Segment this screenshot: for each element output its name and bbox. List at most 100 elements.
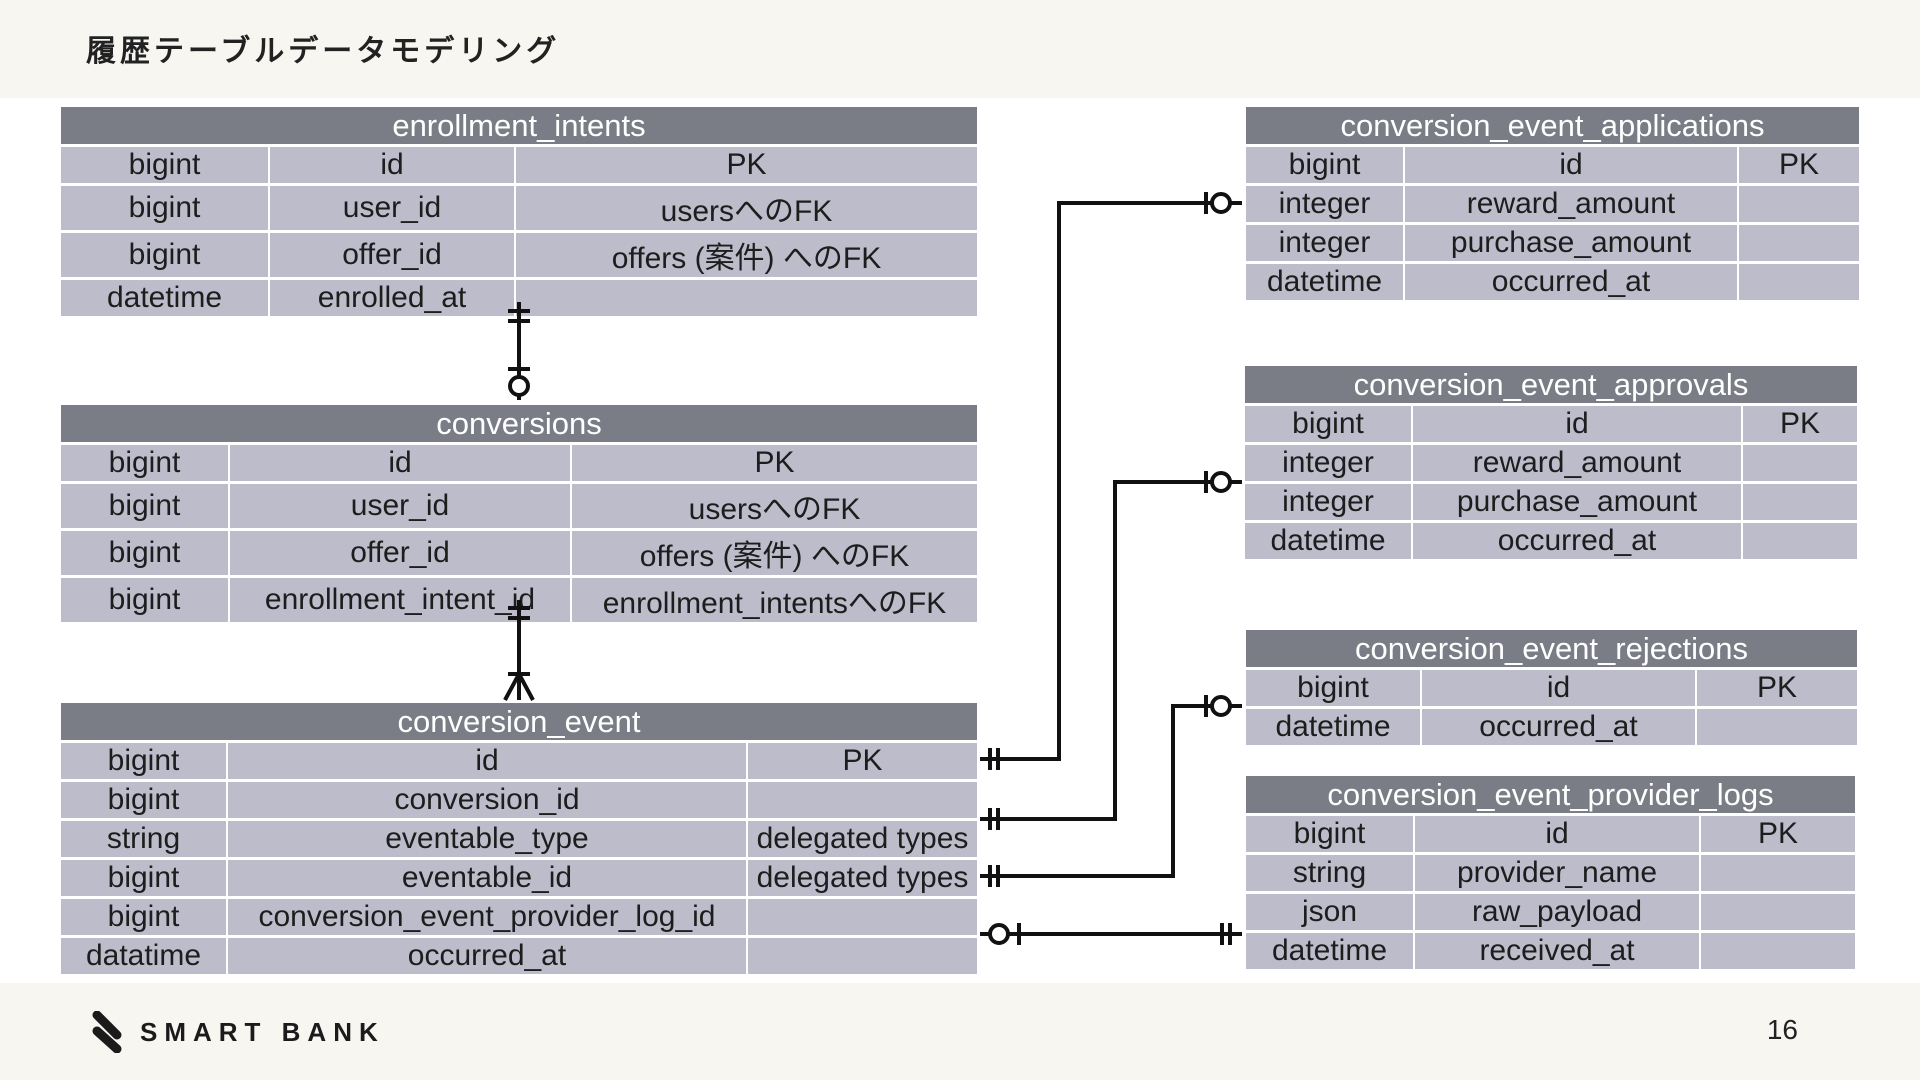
column-name: purchase_amount	[1412, 482, 1743, 523]
table-title: enrollment_intents	[61, 107, 977, 147]
column-name: conversion_id	[227, 780, 748, 821]
table-title: conversion_event_provider_logs	[1246, 776, 1855, 816]
column-name: purchase_amount	[1404, 223, 1739, 264]
table-title: conversion_event_rejections	[1246, 630, 1857, 670]
column-note	[1738, 223, 1859, 264]
column-name: occurred_at	[227, 936, 748, 974]
column-type: json	[1246, 892, 1415, 933]
relationship-conversion-event-rejections	[980, 695, 1242, 887]
column-type: integer	[1245, 482, 1413, 523]
column-type: bigint	[61, 741, 228, 782]
column-type: bigint	[1246, 814, 1415, 855]
column-name: offer_id	[269, 231, 516, 280]
column-name: raw_payload	[1414, 892, 1701, 933]
column-name: occurred_at	[1421, 707, 1697, 745]
column-note	[1700, 892, 1855, 933]
column-note	[747, 897, 977, 938]
column-type: datatime	[61, 936, 228, 974]
column-name: id	[229, 443, 572, 484]
column-name: enrollment_intent_id	[229, 576, 572, 622]
column-name: reward_amount	[1404, 184, 1739, 225]
column-name: received_at	[1414, 931, 1701, 969]
column-type: integer	[1245, 443, 1413, 484]
column-note: PK	[1700, 814, 1855, 855]
column-note	[1738, 184, 1859, 225]
relationship-enrollment-intents-conversions	[508, 302, 530, 400]
column-note	[1700, 932, 1855, 970]
column-note	[1696, 708, 1857, 746]
column-note	[1742, 522, 1857, 560]
smartbank-logo-text: SMART BANK	[140, 1016, 385, 1047]
column-name: user_id	[229, 482, 572, 531]
column-type: datetime	[61, 278, 270, 316]
column-name: eventable_type	[227, 819, 748, 860]
column-name: id	[1404, 145, 1739, 186]
column-type: bigint	[61, 443, 230, 484]
column-type: bigint	[61, 231, 270, 280]
column-note: PK	[1738, 145, 1859, 186]
column-note	[1700, 853, 1855, 894]
relationship-conversion-event-provider-logs	[980, 923, 1242, 945]
table-title: conversion_event	[61, 703, 977, 743]
column-name: id	[227, 741, 748, 782]
column-type: bigint	[61, 529, 230, 578]
column-name: reward_amount	[1412, 443, 1743, 484]
column-type: datetime	[1246, 707, 1422, 745]
relationship-conversion-event-applications	[980, 192, 1242, 770]
column-name: provider_name	[1414, 853, 1701, 894]
column-note: offers (案件) へのFK	[571, 529, 977, 578]
table-title: conversions	[61, 405, 977, 445]
column-type: bigint	[61, 482, 230, 531]
column-type: integer	[1246, 184, 1405, 225]
column-type: string	[61, 819, 228, 860]
column-type: bigint	[1245, 404, 1413, 445]
column-name: id	[1421, 668, 1697, 709]
column-note: PK	[747, 741, 977, 782]
column-note: usersへのFK	[571, 482, 977, 531]
column-name: id	[1414, 814, 1701, 855]
column-name: eventable_id	[227, 858, 748, 899]
column-name: id	[1412, 404, 1743, 445]
column-note: PK	[515, 145, 977, 186]
column-name: offer_id	[229, 529, 572, 578]
column-name: occurred_at	[1404, 262, 1739, 300]
column-note: PK	[1696, 668, 1857, 709]
column-name: enrolled_at	[269, 278, 516, 316]
page-number: 16	[1766, 1014, 1798, 1045]
column-type: bigint	[61, 145, 270, 186]
column-type: integer	[1246, 223, 1405, 264]
header-band	[0, 0, 1920, 98]
column-note: delegated types	[747, 858, 977, 899]
relationship-conversion-event-approvals	[980, 471, 1242, 830]
column-name: id	[269, 145, 516, 186]
column-note: enrollment_intentsへのFK	[602, 587, 947, 620]
column-type: bigint	[61, 897, 228, 938]
column-note	[747, 937, 977, 975]
